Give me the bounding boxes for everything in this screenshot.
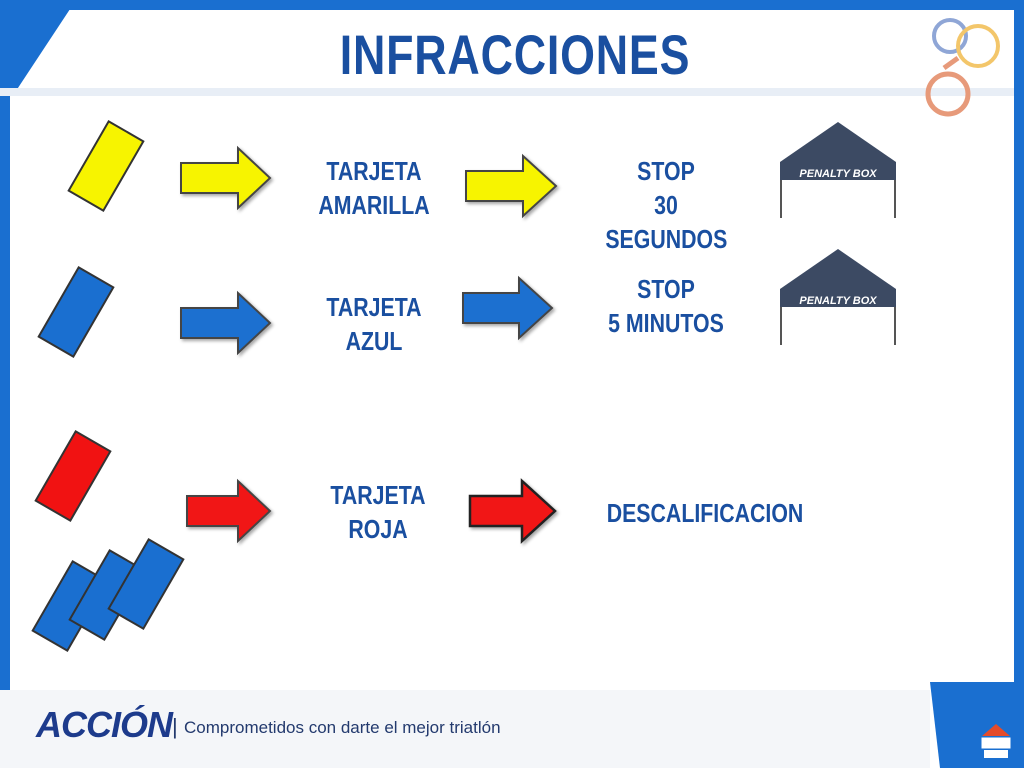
label-line: AZUL [345,326,403,356]
brand-logo: ACCIÓN [36,704,173,745]
red-arrow-icon [186,478,272,544]
yellow-arrow-icon [180,145,272,211]
penalty-box-icon: PENALTY BOX [780,122,896,218]
result-line: 5 MINUTOS [608,308,724,338]
left-frame [0,0,76,690]
label-line: AMARILLA [318,190,430,220]
result-yellow: STOP 30 SEGUNDOS [605,154,728,256]
label-line: TARJETA [330,480,426,510]
result-line: SEGUNDOS [605,224,728,254]
red-card-icon [34,429,112,523]
result-line: STOP [637,274,695,304]
label-line: TARJETA [326,292,422,322]
label-blue: TARJETA AZUL [313,290,434,358]
footer-tagline: Comprometidos con darte el mejor triatló… [184,718,501,737]
label-red: TARJETA ROJA [317,478,438,546]
label-line: TARJETA [326,156,422,186]
penalty-box-label: PENALTY BOX [799,168,877,180]
page-title: INFRACCIONES [339,23,691,86]
olympic-rings-logo [925,18,1000,117]
label-yellow: TARJETA AMARILLA [313,154,434,222]
red-arrow-icon [468,478,557,544]
blue-card-icon [107,537,185,631]
penalty-box-label: PENALTY BOX [799,295,877,307]
diagram: PENALTY BOX PENALTY BOX [31,119,896,653]
blue-arrow-icon [462,275,554,341]
corner-logo [981,724,1011,758]
yellow-arrow-icon [465,153,558,219]
result-red: DESCALIFICACION [607,496,804,530]
blue-card-icon [37,265,115,359]
penalty-box-icon: PENALTY BOX [780,249,896,345]
footer-separator: | [172,714,178,739]
blue-arrow-icon [180,290,272,356]
yellow-card-icon [67,119,145,213]
label-line: ROJA [348,514,408,544]
result-line: 30 [654,190,678,220]
right-frame [1014,0,1024,690]
result-line: STOP [637,156,695,186]
result-blue: STOP 5 MINUTOS [597,272,735,340]
result-line: DESCALIFICACION [606,498,804,528]
